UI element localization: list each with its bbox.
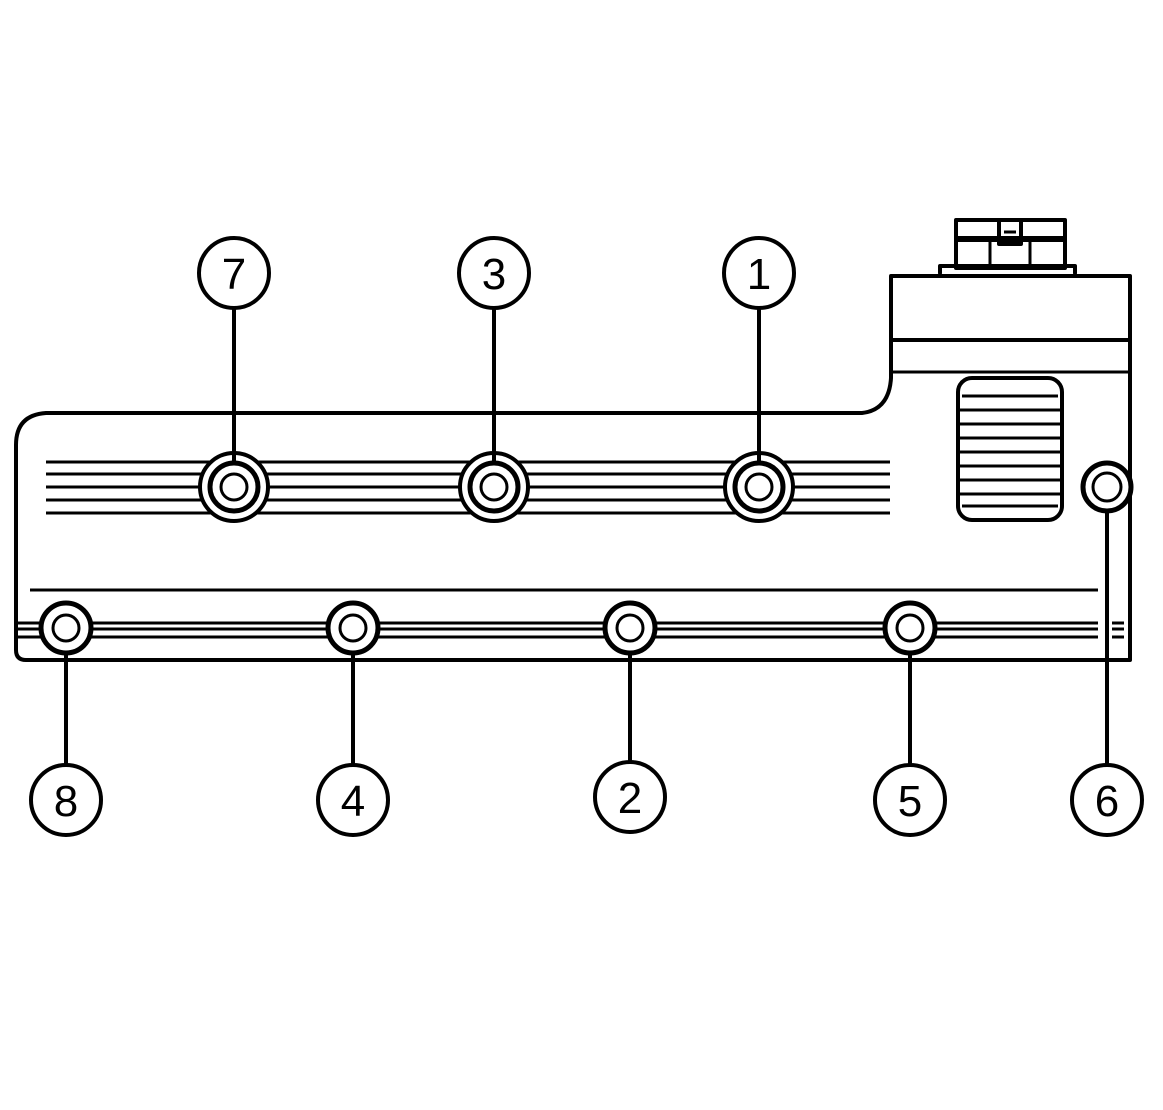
callout-5: 5 [873, 763, 947, 837]
callout-7: 7 [197, 236, 271, 310]
callout-label: 6 [1095, 777, 1119, 826]
callout-label: 7 [222, 250, 246, 299]
bolt-2-icon [602, 600, 658, 656]
bolt-7-icon [198, 451, 270, 523]
callout-label: 3 [482, 250, 506, 299]
bolt-6-icon [1080, 460, 1134, 514]
callout-label: 8 [54, 777, 78, 826]
bolt-5-icon [882, 600, 938, 656]
callout-2: 2 [593, 760, 667, 834]
callout-3: 3 [457, 236, 531, 310]
callout-6: 6 [1070, 763, 1144, 837]
cover-outline [14, 274, 1132, 662]
connector-icon [938, 218, 1077, 275]
bolt-3-icon [458, 451, 530, 523]
bolt-4-icon [325, 600, 381, 656]
callout-8: 8 [29, 763, 103, 837]
callout-label: 5 [898, 777, 922, 826]
lower-flange [16, 588, 1124, 639]
callout-label: 2 [618, 774, 642, 823]
leader-lines [64, 306, 1109, 768]
bolt-8-icon [38, 600, 94, 656]
callout-4: 4 [316, 763, 390, 837]
callout-label: 4 [341, 777, 365, 826]
vent-grille [956, 376, 1064, 522]
callout-1: 1 [722, 236, 796, 310]
callout-label: 1 [747, 250, 771, 299]
